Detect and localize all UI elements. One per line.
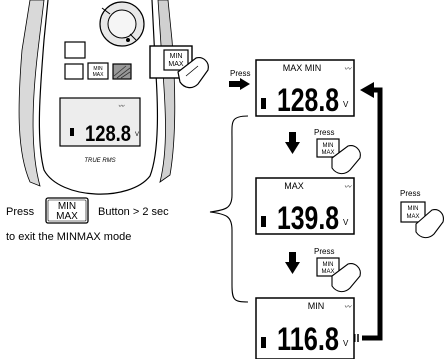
screen2-value: 139.8 [277,200,339,236]
lcd-screen-2: MAX 〰 139.8 V [255,177,355,236]
svg-text:MAX: MAX [93,72,105,78]
svg-text:〰: 〰 [344,304,352,311]
svg-text:MIN: MIN [58,201,76,212]
step1-press-label: Press [230,69,250,78]
step3-minmax-button: MIN MAX [316,257,361,293]
svg-text:MIN: MIN [170,53,183,60]
svg-text:MAX: MAX [168,61,184,68]
meter-minmax-button: MIN MAX [87,62,109,80]
instruction-text: Press MIN MAX Button > 2 sec to exit the… [6,197,169,243]
step2-minmax-button: MIN MAX [316,138,361,175]
svg-text:MAX: MAX [56,211,78,222]
svg-text:MIN: MIN [323,143,334,149]
meter-display-value: 128.8 [85,121,131,146]
screen2-unit: V [343,218,349,227]
step3-press-label: Press [314,247,334,256]
meter-unit: V [135,132,139,138]
battery-icon [261,98,266,109]
true-rms-label: TRUE RMS [84,158,115,164]
instruction-minmax-button: MIN MAX [45,197,89,224]
battery-icon [261,337,266,348]
battery-icon [70,128,74,136]
battery-icon [261,216,266,227]
lcd-screen-1: MAX MIN 〰 128.8 V [255,59,355,118]
loop-back-arrow [354,82,383,342]
svg-text:MIN: MIN [93,66,103,72]
svg-text:〰: 〰 [118,104,125,110]
meter-illustration: MIN MAX 128.8 V 〰 TRUE RMS [18,0,176,195]
meter-lcd: 128.8 V 〰 [59,97,141,147]
loop-minmax-button: MIN MAX [400,201,444,239]
svg-text:MAX: MAX [321,150,334,156]
instruction-exit-line: to exit the MINMAX mode [6,231,131,243]
pressing-finger-icon [177,57,209,89]
down-arrow-icon [285,132,300,154]
screen1-unit: V [343,100,349,109]
svg-text:MIN: MIN [323,262,334,268]
screen3-unit: V [343,339,349,348]
down-arrow-icon [285,252,300,274]
rotary-dial [99,1,145,47]
loop-press-label: Press [400,189,420,198]
svg-text:MIN: MIN [408,206,419,212]
screen3-value: 116.8 [277,321,339,357]
instruction-press: Press [6,206,35,218]
meter-range-button [64,63,84,80]
lcd-screen-3: MIN 〰 116.8 V [255,297,355,359]
screen1-value: 128.8 [277,82,339,118]
grouping-brace [209,115,249,303]
screen2-mode: MAX [284,181,304,191]
pressing-finger-icon [415,209,444,239]
svg-text:〰: 〰 [344,184,352,191]
instruction-button-duration: Button > 2 sec [98,206,169,218]
meter-hold-button [64,41,86,59]
right-arrow-icon [229,78,250,90]
screen3-mode: MIN [308,301,325,311]
svg-text:〰: 〰 [344,66,352,73]
zoomed-minmax-button: MIN MAX [149,45,209,89]
svg-text:MAX: MAX [406,214,419,220]
meter-backlight-button [112,63,132,80]
step2-press-label: Press [314,128,334,137]
svg-text:MAX: MAX [321,269,334,275]
pressing-finger-icon [331,145,361,175]
pressing-finger-icon [331,263,361,293]
screen1-mode: MAX MIN [283,63,322,73]
